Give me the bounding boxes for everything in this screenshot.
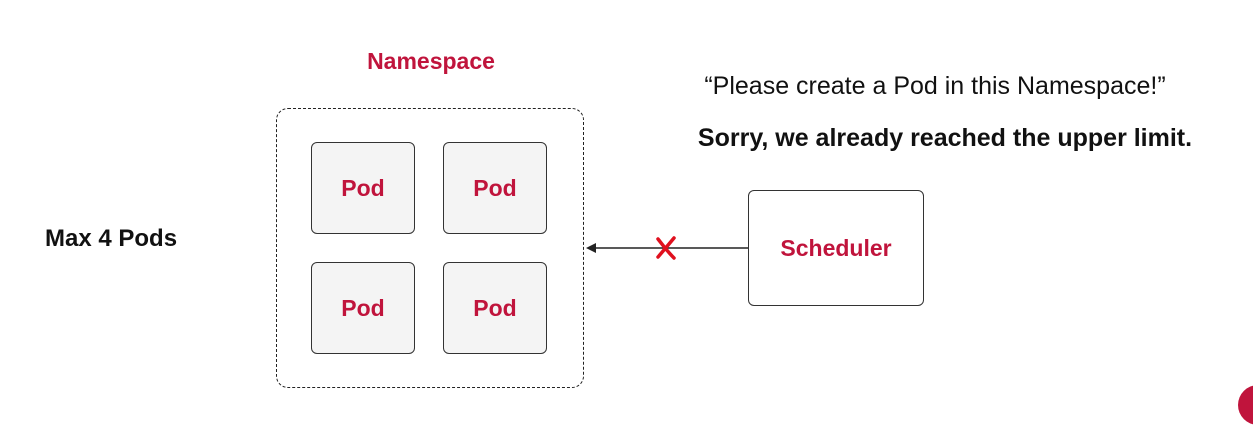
- request-arrow: [586, 236, 748, 260]
- pod-box-4: Pod: [443, 262, 547, 354]
- reply-text: Sorry, we already reached the upper limi…: [697, 124, 1193, 152]
- namespace-box: [276, 108, 584, 388]
- pod-box-2: Pod: [443, 142, 547, 234]
- pod-box-1: Pod: [311, 142, 415, 234]
- arrow-left-icon: [586, 243, 748, 253]
- scheduler-box: Scheduler: [748, 190, 924, 306]
- pod-box-3: Pod: [311, 262, 415, 354]
- request-text: “Please create a Pod in this Namespace!”: [704, 72, 1166, 100]
- corner-logo: [1238, 385, 1253, 425]
- max-pods-label: Max 4 Pods: [45, 225, 178, 252]
- x-mark-icon: [656, 236, 676, 260]
- namespace-title: Namespace: [367, 48, 495, 74]
